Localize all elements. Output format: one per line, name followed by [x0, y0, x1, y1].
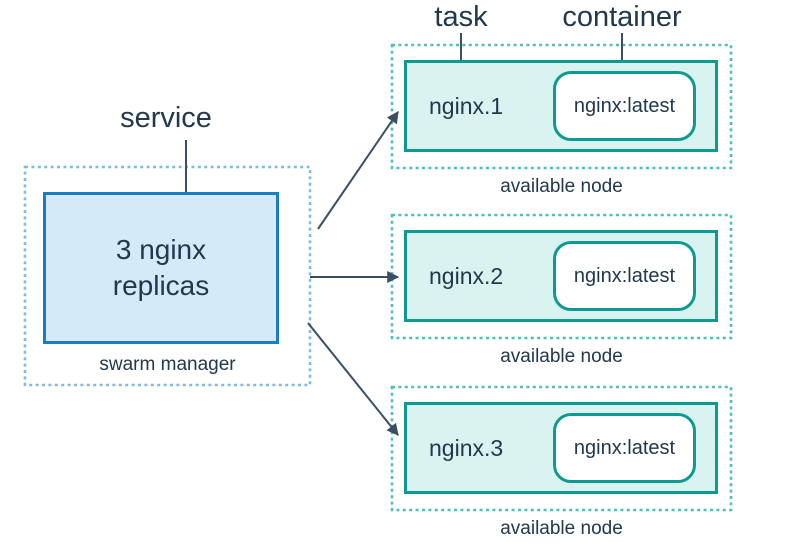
task-label: task	[434, 1, 488, 33]
service-label: service	[120, 102, 212, 134]
arrow-to-node-1	[317, 111, 399, 230]
task-name: nginx.1	[429, 92, 504, 119]
container-box: nginx:latest	[553, 71, 696, 141]
task-box: nginx.3 nginx:latest	[404, 402, 718, 494]
node-1: nginx.1 nginx:latest available node	[392, 45, 731, 200]
container-box: nginx:latest	[553, 241, 696, 311]
container-box: nginx:latest	[553, 413, 696, 483]
node-caption: available node	[500, 346, 623, 367]
task-name: nginx.2	[429, 262, 504, 289]
swarm-manager-caption: swarm manager	[99, 354, 236, 375]
task-name: nginx.3	[429, 434, 504, 461]
container-label: container	[562, 1, 682, 33]
node-caption: available node	[500, 176, 623, 197]
node-3: nginx.3 nginx:latest available node	[392, 387, 731, 542]
service-box: 3 nginx replicas	[43, 192, 279, 344]
service-box-text: 3 nginx replicas	[112, 234, 210, 301]
node-caption: available node	[500, 518, 623, 539]
task-box: nginx.2 nginx:latest	[404, 230, 718, 322]
node-2: nginx.2 nginx:latest available node	[392, 215, 731, 370]
arrow-to-node-3	[307, 322, 399, 436]
task-box: nginx.1 nginx:latest	[404, 60, 718, 152]
